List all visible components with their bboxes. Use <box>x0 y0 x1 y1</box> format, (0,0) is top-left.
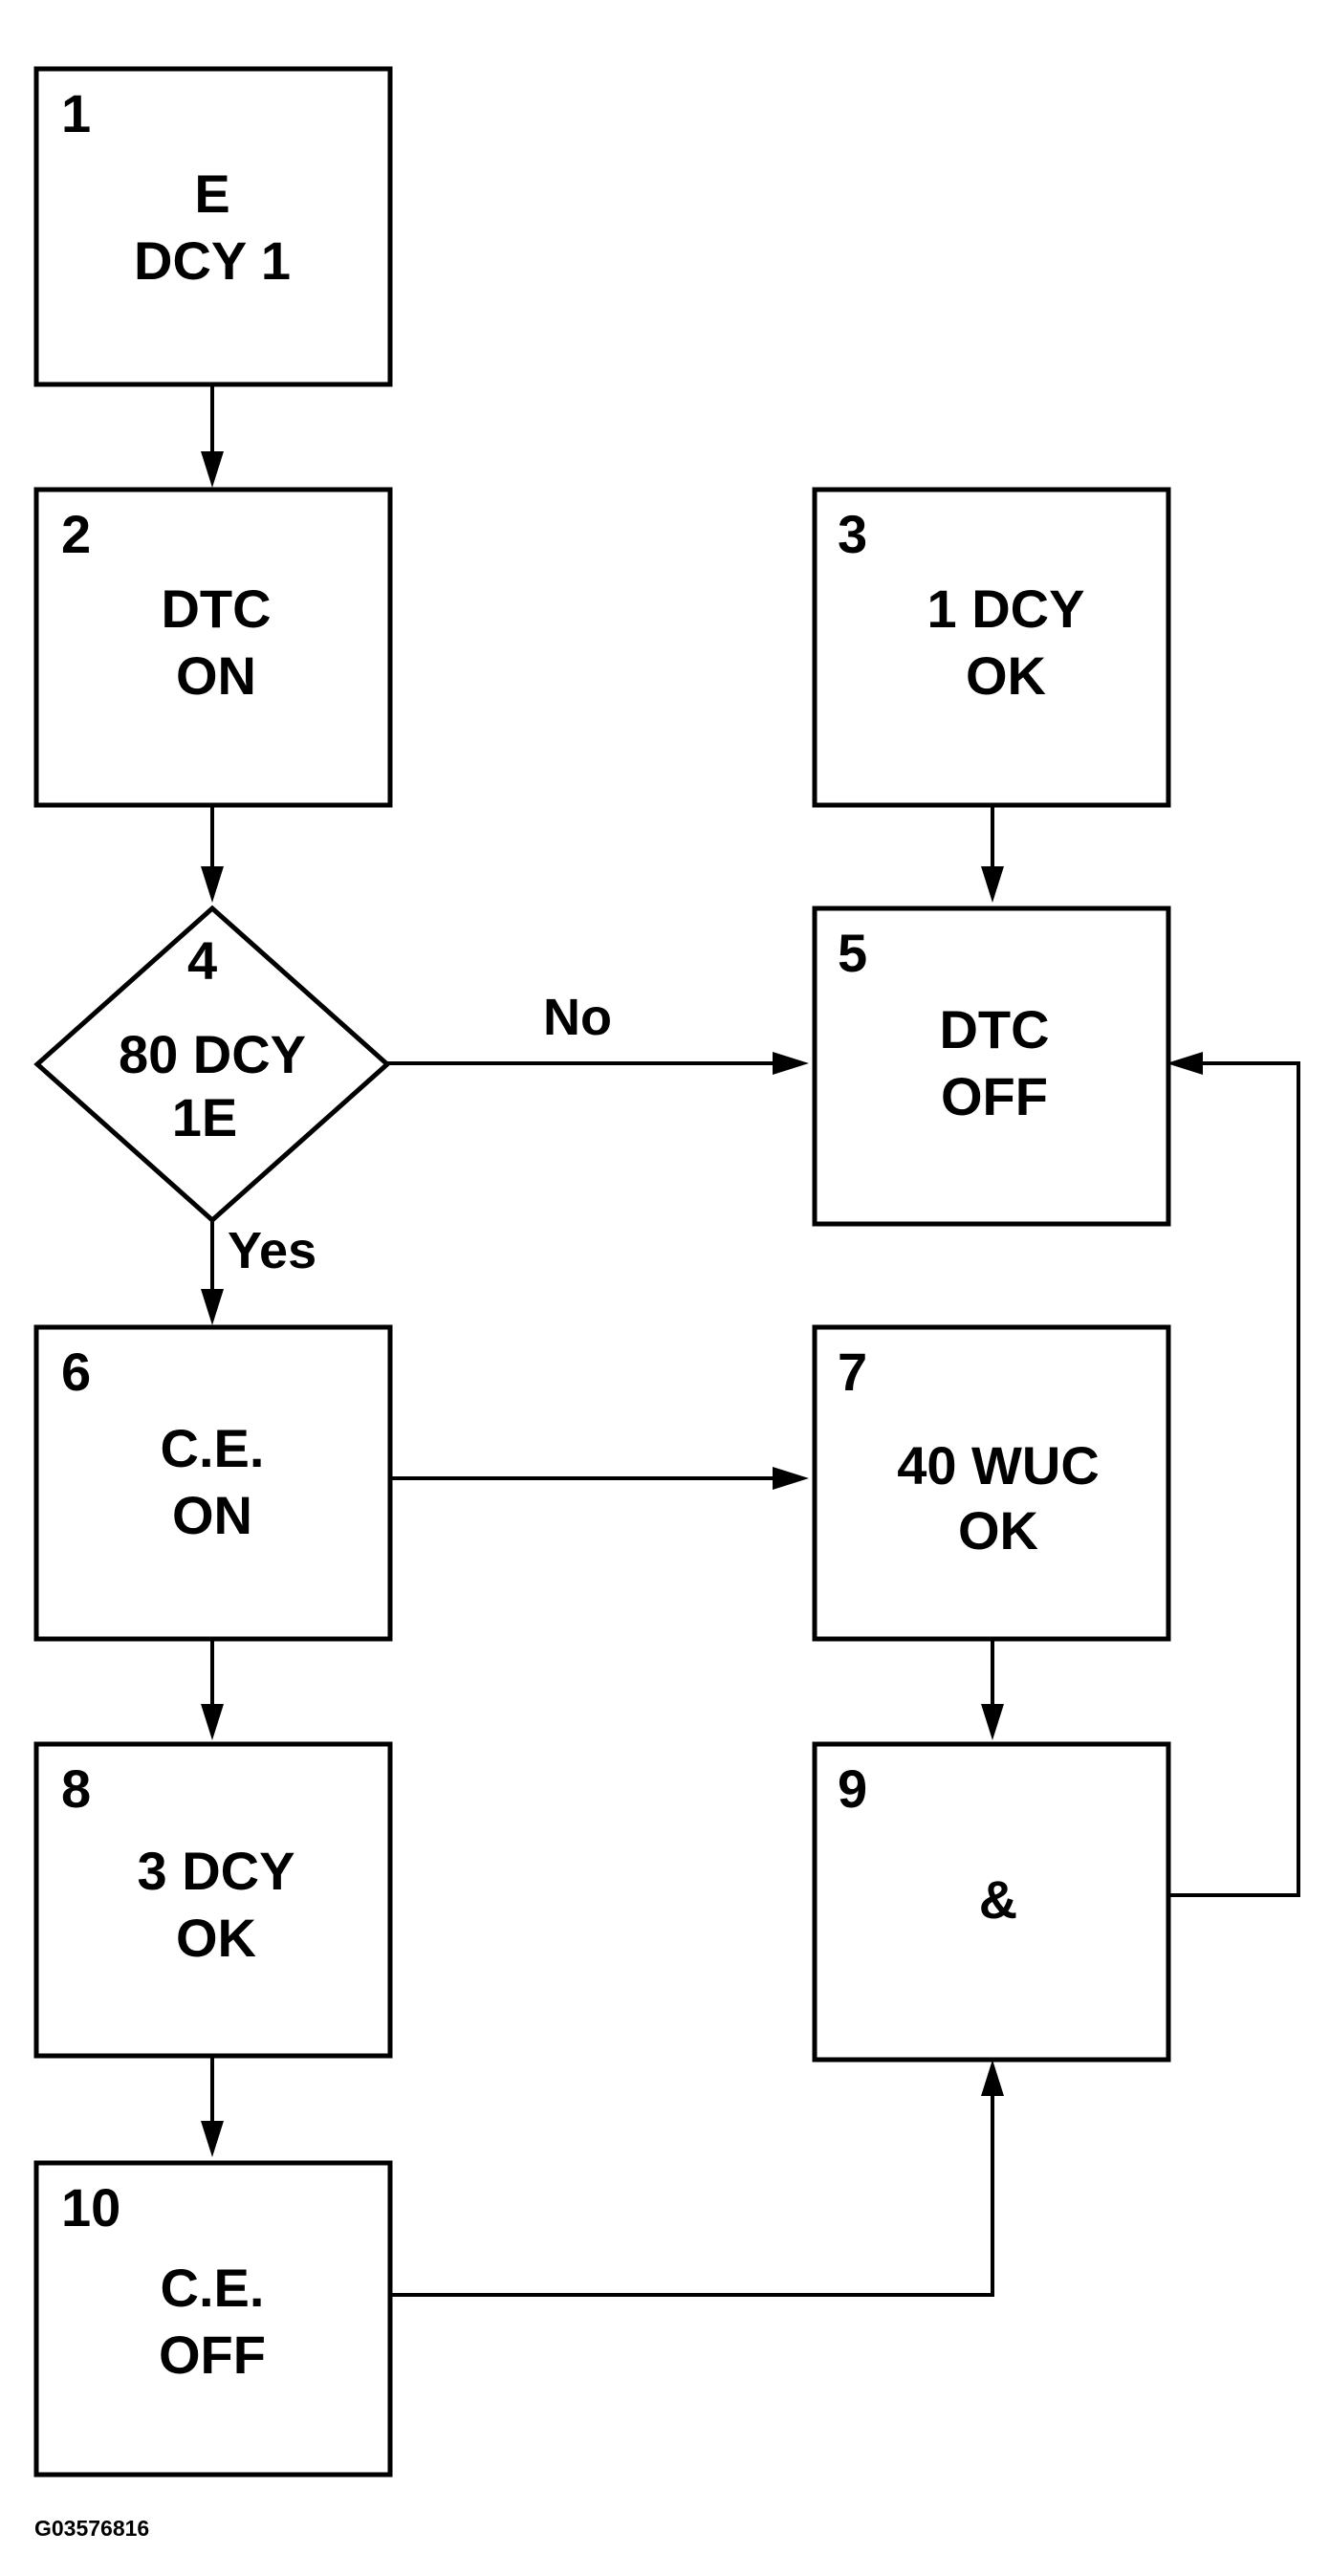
node-2-box <box>33 487 393 808</box>
node-3: 3 1 DCY OK <box>812 487 1171 808</box>
node-9-line-1: & <box>979 1869 1017 1930</box>
arrowhead-3-5 <box>981 866 1004 903</box>
node-9-box <box>812 1741 1171 2063</box>
arrowhead-10-9 <box>981 2060 1004 2096</box>
node-5-box <box>812 906 1171 1227</box>
node-10: 10 C.E. OFF <box>33 2160 393 2478</box>
node-10-number: 10 <box>61 2177 120 2238</box>
connectors <box>201 384 1300 2297</box>
node-3-number: 3 <box>838 504 867 564</box>
node-3-line-1: 1 DCY <box>927 579 1085 639</box>
node-7-box <box>812 1324 1171 1642</box>
node-1-line-1: E <box>194 164 229 224</box>
node-8-line-1: 3 DCY <box>138 1841 295 1901</box>
node-5: 5 DTC OFF <box>812 906 1171 1227</box>
node-8-box <box>33 1741 393 2059</box>
node-6-box <box>33 1324 393 1642</box>
node-3-line-2: OK <box>966 645 1046 706</box>
node-2-number: 2 <box>61 504 91 564</box>
edge-10-9 <box>390 2092 994 2297</box>
node-7-line-1: 40 WUC <box>897 1435 1100 1495</box>
arrowhead-2-4 <box>201 866 224 903</box>
arrowhead-4-5 <box>773 1052 809 1075</box>
node-8: 8 3 DCY OK <box>33 1741 393 2059</box>
node-9-number: 9 <box>838 1758 867 1819</box>
node-2-line-2: ON <box>176 645 256 706</box>
node-1-number: 1 <box>61 83 91 143</box>
arrowhead-7-9 <box>981 1704 1004 1740</box>
arrowhead-9-5 <box>1166 1052 1203 1075</box>
edge-label-yes: Yes <box>228 1222 316 1279</box>
node-4-number: 4 <box>187 930 217 991</box>
node-6-line-2: ON <box>172 1485 252 1545</box>
node-7-number: 7 <box>838 1342 867 1402</box>
node-2: 2 DTC ON <box>33 487 393 808</box>
arrowhead-1-2 <box>201 451 224 488</box>
node-5-number: 5 <box>838 923 867 983</box>
node-10-line-1: C.E. <box>161 2258 265 2318</box>
node-6: 6 C.E. ON <box>33 1324 393 1642</box>
edge-9-5 <box>1163 1061 1300 1897</box>
node-6-number: 6 <box>61 1342 91 1402</box>
node-7: 7 40 WUC OK <box>812 1324 1171 1642</box>
figure-code: G03576816 <box>34 2516 149 2541</box>
edge-label-no: No <box>543 989 612 1046</box>
arrowhead-8-10 <box>201 2121 224 2157</box>
node-10-line-2: OFF <box>159 2325 266 2385</box>
arrowhead-4-6 <box>201 1289 224 1325</box>
node-7-line-2: OK <box>958 1500 1038 1561</box>
node-4: 4 80 DCY 1E <box>33 905 391 1224</box>
node-6-line-1: C.E. <box>161 1418 265 1478</box>
node-1-line-2: DCY 1 <box>134 230 291 291</box>
node-1: 1 E DCY 1 <box>33 66 393 387</box>
node-5-line-1: DTC <box>939 999 1049 1059</box>
node-2-line-1: DTC <box>161 579 271 639</box>
node-3-box <box>812 487 1171 808</box>
node-5-line-2: OFF <box>941 1066 1048 1126</box>
node-10-box <box>33 2160 393 2478</box>
node-4-line-2: 1E <box>172 1087 238 1147</box>
node-8-line-2: OK <box>176 1908 256 1968</box>
node-9: 9 & <box>812 1741 1171 2063</box>
arrowhead-6-8 <box>201 1704 224 1740</box>
arrowhead-6-7 <box>773 1467 809 1490</box>
node-4-line-1: 80 DCY <box>119 1024 306 1084</box>
node-1-box <box>33 66 393 387</box>
node-8-number: 8 <box>61 1758 91 1819</box>
node-4-diamond <box>33 905 391 1224</box>
